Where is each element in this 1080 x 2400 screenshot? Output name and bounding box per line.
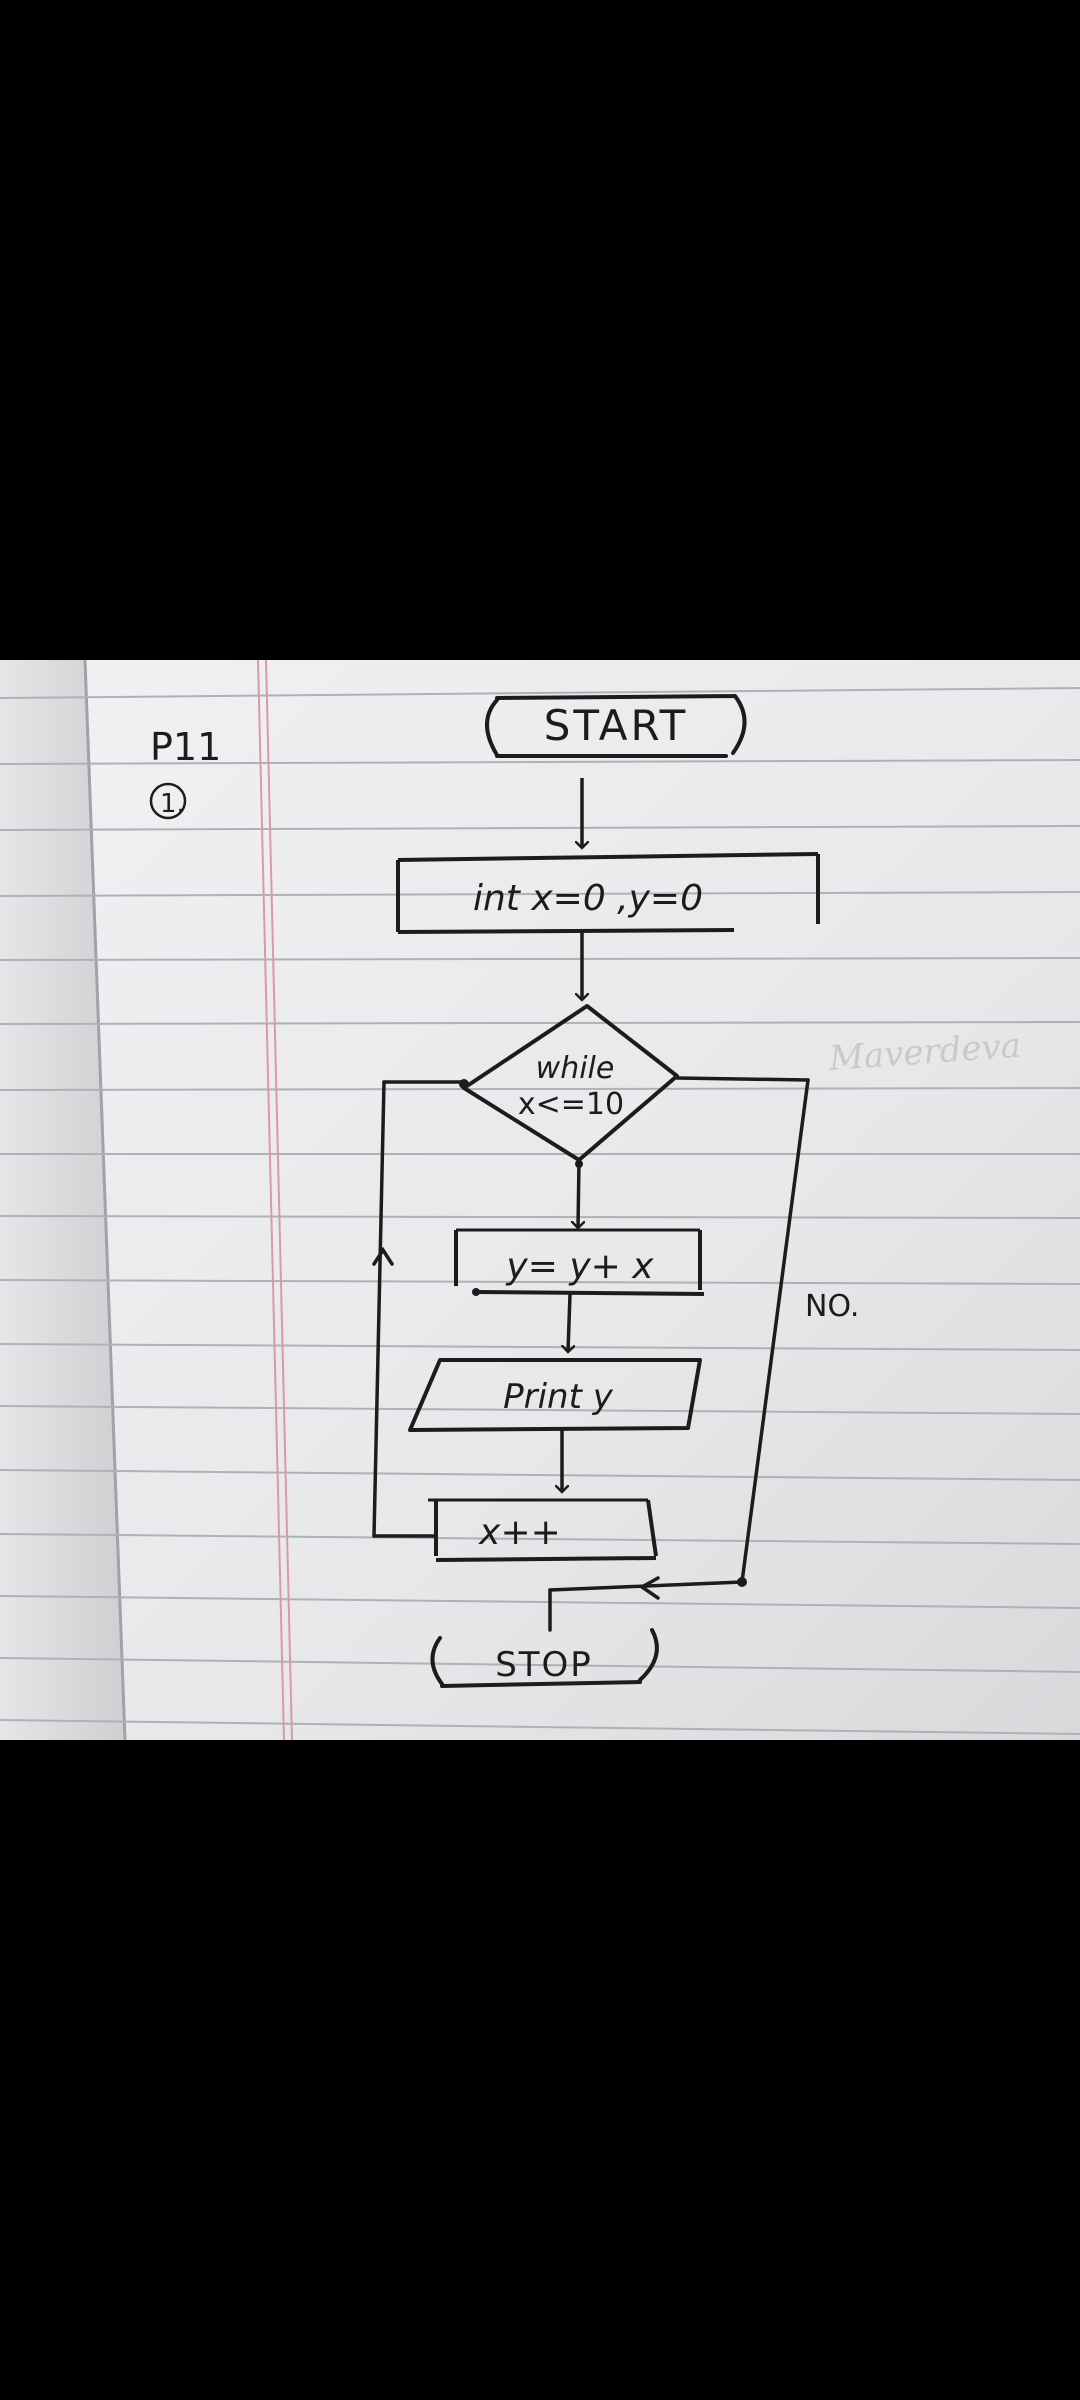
decision-yes-dot	[575, 1160, 583, 1168]
sum-label: y= y+ x	[505, 1246, 654, 1287]
no-junction-dot	[737, 1577, 747, 1587]
page-fold-line	[83, 660, 127, 1740]
start-terminator: START	[485, 694, 747, 758]
margin-lines	[257, 660, 293, 1740]
notebook-photo: P11 1. START int x=0 ,y=0 while x<=10 Ma…	[0, 660, 1080, 1740]
sum-process-box: y= y+ x	[454, 1228, 705, 1296]
top-black-band	[0, 0, 1080, 660]
flowchart-canvas: P11 1. START int x=0 ,y=0 while x<=10 Ma…	[0, 660, 1080, 1740]
stop-label: STOP	[495, 1645, 593, 1685]
no-branch-connector	[548, 1076, 810, 1632]
no-label: NO.	[805, 1289, 859, 1324]
arrow-decision-to-process	[578, 1159, 579, 1228]
question-number-circle	[149, 782, 187, 820]
page-number: P11	[150, 725, 221, 769]
init-process-box: int x=0 ,y=0	[396, 852, 820, 934]
decision-line1: while	[536, 1051, 615, 1086]
sum-box-dot	[472, 1288, 480, 1296]
print-output-box: Print y	[408, 1358, 702, 1432]
init-label: int x=0 ,y=0	[473, 878, 703, 919]
ruled-lines	[0, 687, 1080, 1735]
increment-label: x++	[478, 1512, 561, 1553]
decision-line2: x<=10	[518, 1087, 624, 1122]
increment-process-box: x++	[428, 1498, 658, 1562]
start-label: START	[544, 701, 689, 750]
arrow-sum-to-print	[568, 1293, 570, 1352]
question-number: 1.	[160, 789, 185, 819]
print-label: Print y	[503, 1377, 614, 1417]
loop-back-connector	[372, 1080, 466, 1538]
stop-terminator: STOP	[430, 1628, 659, 1688]
paper-sheet	[0, 660, 1080, 1740]
bottom-black-band	[0, 1740, 1080, 2400]
loop-junction-dot	[459, 1079, 469, 1089]
